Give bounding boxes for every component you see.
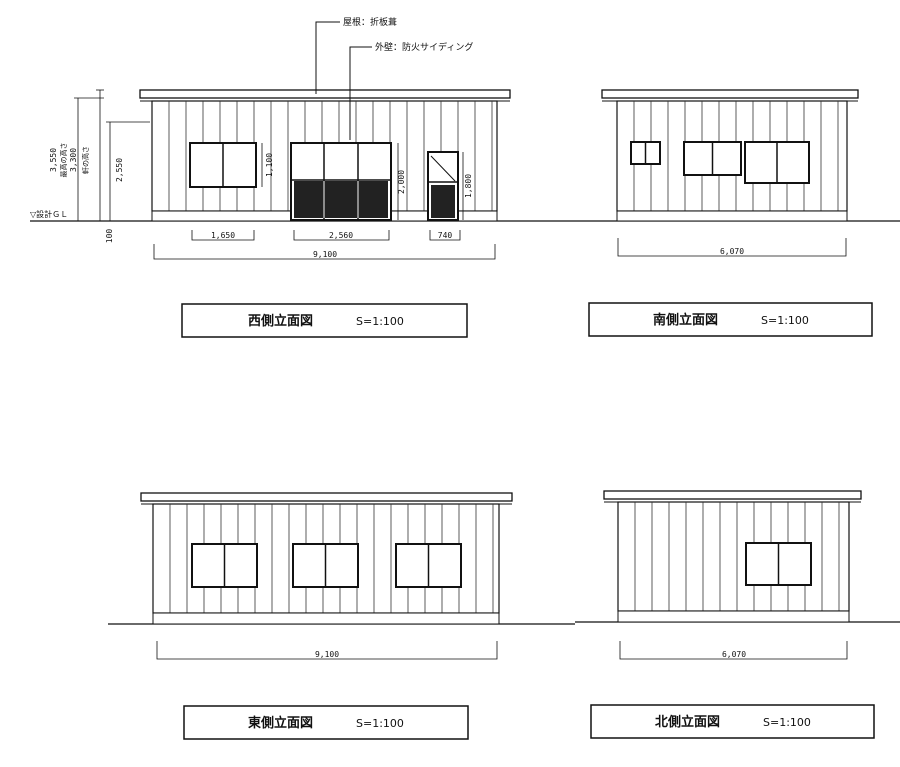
north-title: 北側立面図 xyxy=(655,714,720,730)
door-width-dim: 740 xyxy=(438,231,453,240)
north-scale: S=1:100 xyxy=(763,716,811,729)
max-height-label: 最高の高さ xyxy=(59,143,68,178)
east-base xyxy=(152,612,500,625)
west-scale: S=1:100 xyxy=(356,315,404,328)
roof-annotation: 屋根：折板葺 xyxy=(343,16,397,28)
west-width-dim: 9,100 xyxy=(313,250,337,259)
eave-height-dim: 3,300 xyxy=(69,148,78,172)
sliding-width-dim: 2,560 xyxy=(329,231,353,240)
south-title-box: 南側立面図 S=1:100 xyxy=(588,302,873,337)
east-window-1 xyxy=(191,543,258,588)
south-small-window xyxy=(630,141,661,165)
window-width-dim: 1,650 xyxy=(211,231,235,240)
east-title: 東側立面図 xyxy=(248,715,313,731)
west-elevation: 屋根：折板葺 外壁：防火サイディング 3,550 最高の高さ 3,300 軒の高… xyxy=(30,16,575,260)
north-width-dim: 6,070 xyxy=(722,650,746,659)
east-roof-fascia xyxy=(140,492,513,502)
wall-annotation: 外壁：防火サイディング xyxy=(375,41,473,53)
west-title: 西側立面図 xyxy=(248,313,313,329)
roof-leader-line xyxy=(315,21,340,94)
south-scale: S=1:100 xyxy=(761,314,809,327)
gl-label: ▽設計ＧＬ xyxy=(30,209,68,219)
south-roof-fascia xyxy=(601,89,859,99)
eave-height-label: 軒の高さ xyxy=(81,146,90,174)
east-title-box: 東側立面図 S=1:100 xyxy=(183,705,469,740)
south-base xyxy=(616,210,848,222)
south-elevation: 6,070 xyxy=(575,89,900,257)
west-sliding-door xyxy=(290,142,392,221)
base-height-dim: 100 xyxy=(105,229,114,244)
south-title: 南側立面図 xyxy=(653,312,718,328)
west-roof-fascia xyxy=(139,89,511,99)
north-window xyxy=(745,542,812,586)
south-window-2 xyxy=(744,141,810,184)
max-height-dim: 3,550 xyxy=(49,148,58,172)
east-width-dim: 9,100 xyxy=(315,650,339,659)
north-roof-fascia xyxy=(603,490,862,500)
north-title-box: 北側立面図 S=1:100 xyxy=(590,704,875,739)
wall-leader-line xyxy=(349,46,372,140)
west-title-box: 西側立面図 S=1:100 xyxy=(181,303,468,338)
west-window xyxy=(189,142,257,188)
south-window-1 xyxy=(683,141,742,176)
east-elevation: 9,100 xyxy=(108,492,575,660)
east-window-2 xyxy=(292,543,359,588)
east-scale: S=1:100 xyxy=(356,717,404,730)
west-door xyxy=(427,151,459,221)
south-width-dim: 6,070 xyxy=(720,247,744,256)
north-wall xyxy=(617,501,850,612)
wall-height-dim: 2,550 xyxy=(115,158,124,182)
door-height-dim: 1,800 xyxy=(464,174,473,198)
north-elevation: 6,070 xyxy=(575,490,900,660)
window-height-dim: 1,100 xyxy=(265,153,274,177)
east-window-3 xyxy=(395,543,462,588)
north-base xyxy=(617,610,850,623)
sliding-height-dim: 2,000 xyxy=(397,170,406,194)
